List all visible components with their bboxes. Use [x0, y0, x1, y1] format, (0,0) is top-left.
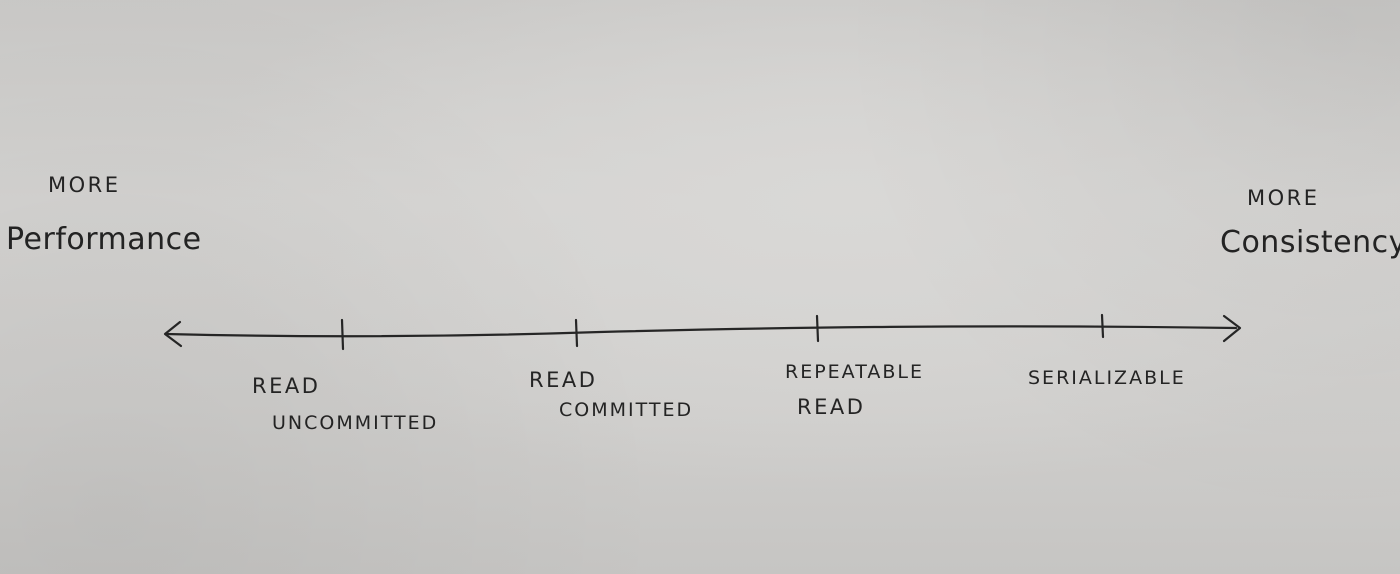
- level-read-uncommitted-line1: READ: [252, 374, 320, 398]
- right-pole-label: Consistency: [1220, 225, 1400, 260]
- left-pole-label: Performance: [6, 222, 202, 257]
- level-repeatable-read-line2: READ: [797, 395, 865, 419]
- tick-repeatable-read: [815, 314, 820, 343]
- level-read-committed-line1: READ: [529, 368, 597, 392]
- level-serializable-line1: SERIALIZABLE: [1028, 367, 1186, 389]
- spectrum-axis-line: [164, 325, 1238, 338]
- tick-read-committed: [574, 318, 579, 348]
- right-pole-qualifier: MORE: [1247, 186, 1320, 210]
- left-arrowhead-icon: [163, 320, 183, 348]
- tick-serializable: [1100, 313, 1105, 339]
- level-read-committed-line2: COMMITTED: [559, 399, 693, 421]
- left-pole-qualifier: MORE: [48, 173, 121, 197]
- level-repeatable-read-line1: REPEATABLE: [785, 361, 924, 383]
- tick-read-uncommitted: [340, 318, 345, 351]
- level-read-uncommitted-line2: UNCOMMITTED: [272, 412, 438, 434]
- right-arrowhead-icon: [1222, 314, 1242, 343]
